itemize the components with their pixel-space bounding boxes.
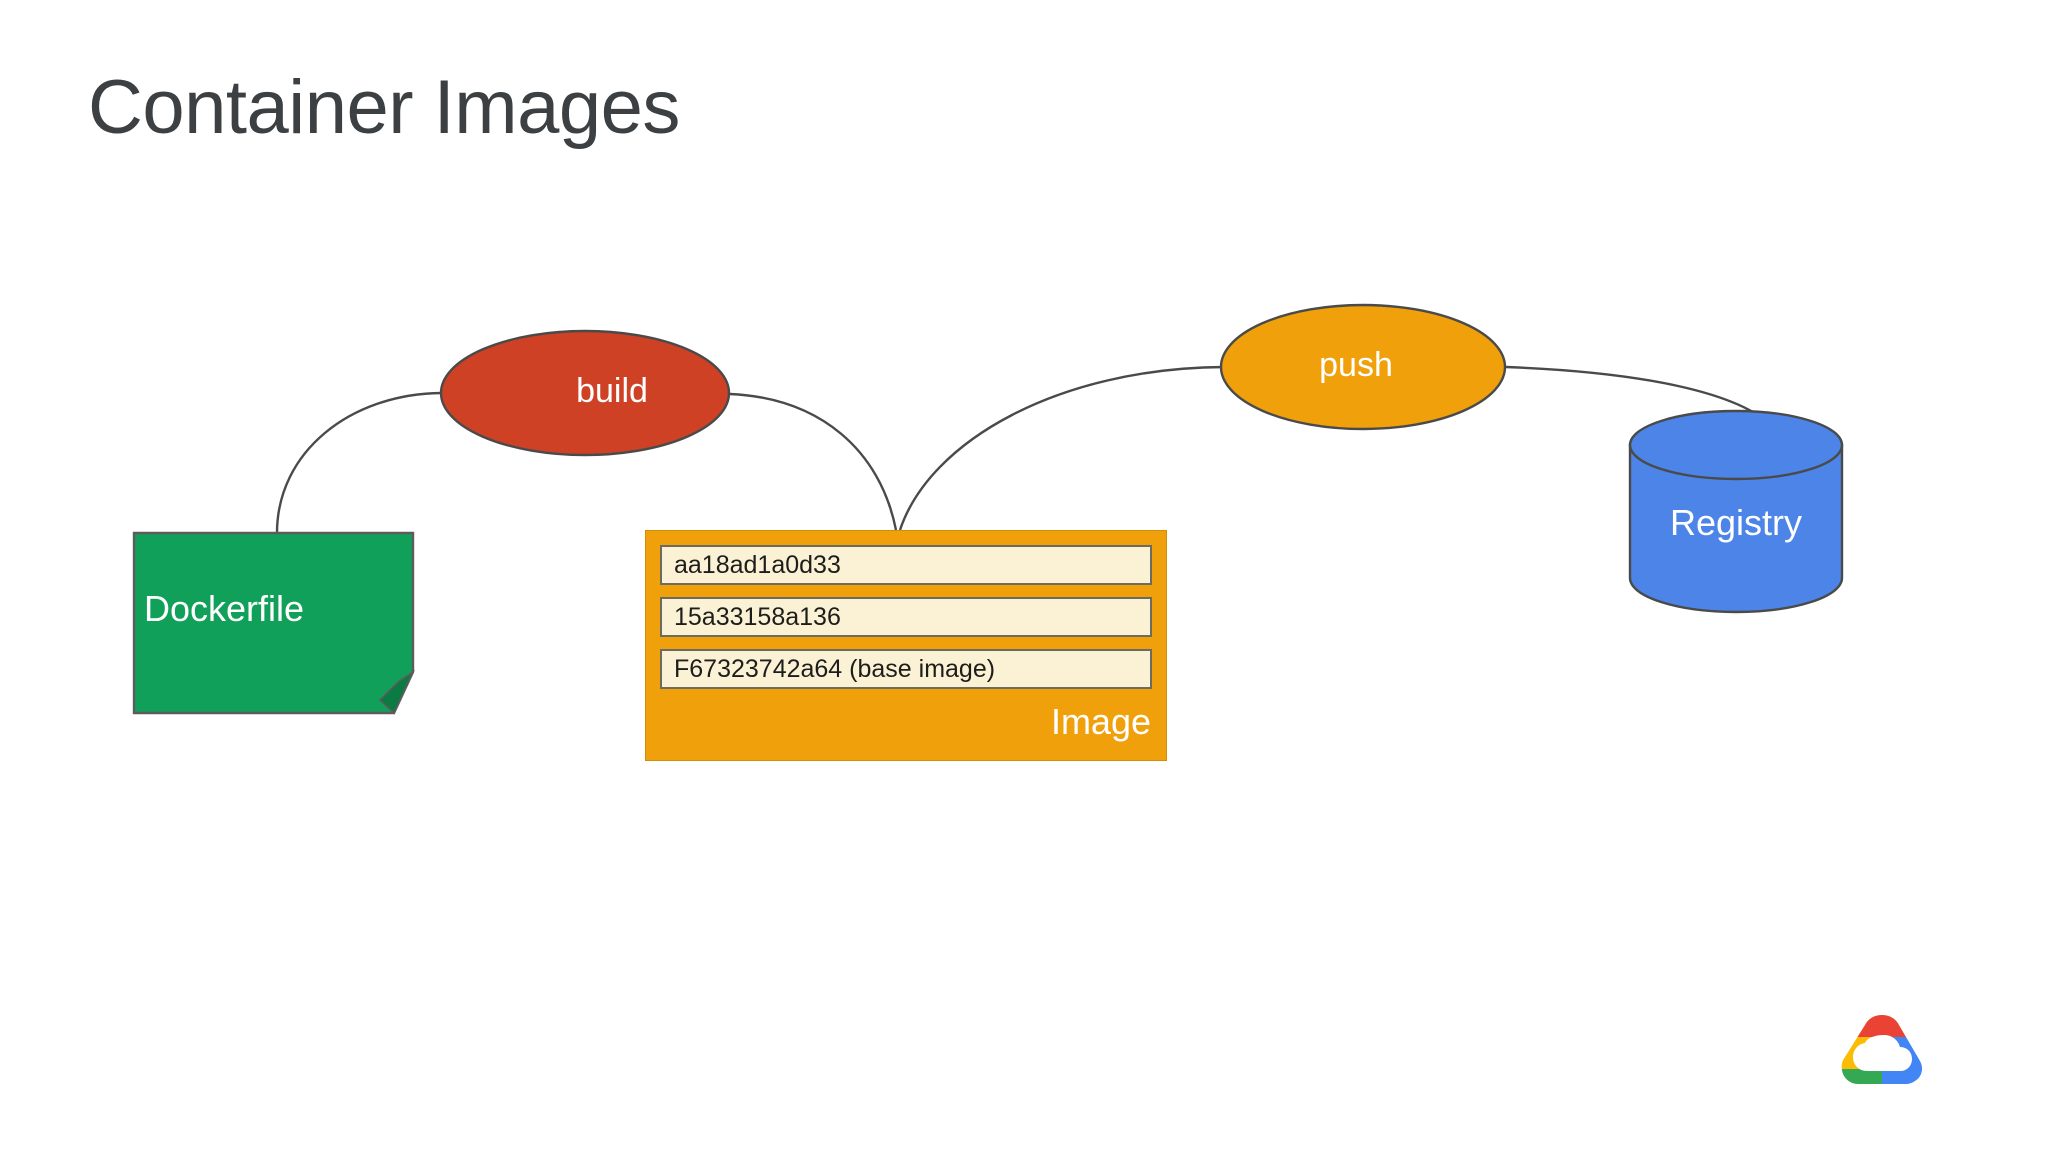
google-cloud-logo	[1841, 1015, 1923, 1084]
logo-wedge-green	[1841, 1069, 1882, 1084]
push-ellipse	[1219, 303, 1507, 431]
node-registry[interactable]	[1628, 409, 1844, 614]
dockerfile-fold-icon	[378, 669, 415, 715]
registry-cylinder-body	[1628, 443, 1844, 614]
edge-image-to-push	[898, 365, 1225, 531]
logo-cloud-glyph	[1853, 1035, 1912, 1071]
node-push[interactable]	[1219, 303, 1507, 431]
registry-cylinder-top	[1628, 409, 1844, 481]
image-layer-row: aa18ad1a0d33	[660, 545, 1152, 585]
node-image[interactable]: aa18ad1a0d33 15a33158a136 F67323742a64 (…	[645, 530, 1167, 761]
node-build[interactable]	[439, 329, 731, 457]
connector-group	[275, 365, 1775, 534]
dockerfile-shape	[132, 531, 415, 715]
logo-wedge-red	[1841, 1015, 1923, 1037]
edge-build-to-image	[729, 392, 898, 531]
image-layer-row: 15a33158a136	[660, 597, 1152, 637]
page-title: Container Images	[88, 65, 680, 150]
edge-dockerfile-to-build	[275, 391, 442, 534]
build-ellipse	[439, 329, 731, 457]
node-dockerfile[interactable]	[132, 531, 415, 715]
image-layer-row: F67323742a64 (base image)	[660, 649, 1152, 689]
